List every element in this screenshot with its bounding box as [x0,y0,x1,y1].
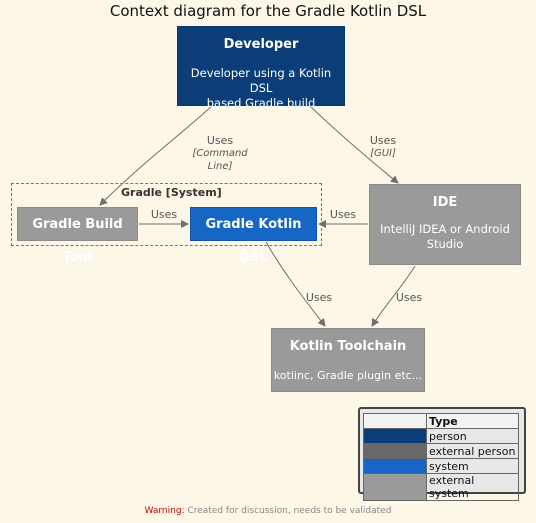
ide-description-line-1: IntelliJ IDEA or Android [380,222,510,236]
ide-description-line-2: Studio [426,237,464,251]
label-dev-to-ide: Uses [GUI] [360,134,406,160]
kotlin-toolchain-description: kotlinc, Gradle plugin etc... [273,369,423,382]
legend-label: system [426,458,519,474]
legend: Type person external person system exter… [358,407,526,501]
kotlin-toolchain-name: Kotlin Toolchain [289,339,407,354]
legend-table: Type person external person system exter… [363,413,519,501]
footer-note: Warning: Created for discussion, needs t… [0,506,536,516]
relation-technology: [GUI] [370,148,396,159]
gradle-kotlin-dsl-system[interactable]: Gradle Kotlin DSL [190,207,317,265]
kotlin-toolchain-system[interactable]: Kotlin Toolchain kotlinc, Gradle plugin … [271,328,425,392]
arrow-dev-to-build-tool [99,105,213,206]
legend-label: external person [426,443,519,459]
relation-technology: [Command Line] [192,148,248,172]
label-ide-to-toolchain: Uses [395,291,423,304]
legend-label: external system [426,473,519,501]
legend-header-swatch [363,413,427,429]
boundary-label: Gradle [System] [121,186,222,199]
legend-row: person [363,428,519,444]
gradle-kotlin-dsl-name: Gradle Kotlin DSL [205,217,302,265]
ide-description: IntelliJ IDEA or Android Studio [370,222,520,252]
developer-description: Developer using a Kotlin DSL based Gradl… [178,66,344,111]
relation-label: Uses [206,134,234,147]
arrow-dsl-to-toolchain [265,241,326,327]
legend-header-label: Type [426,413,519,429]
gradle-system-boundary [11,183,322,246]
developer-name: Developer [223,37,299,52]
legend-swatch [363,428,427,444]
diagram-title: Context diagram for the Gradle Kotlin DS… [109,2,427,20]
legend-row: external system [363,473,519,501]
developer-description-line-2: based Gradle build [206,96,316,110]
legend-row: system [363,458,519,474]
developer-description-line-1: Developer using a Kotlin DSL [190,66,332,95]
label-ide-to-dsl: Uses [329,208,357,221]
arrow-ide-to-toolchain [371,265,416,327]
label-dev-to-build-tool: Uses [Command Line] [180,134,260,173]
legend-row: external person [363,443,519,459]
legend-swatch [363,458,427,474]
legend-label: person [426,428,519,444]
ide-system[interactable]: IDE IntelliJ IDEA or Android Studio [369,184,521,265]
label-build-tool-to-dsl: Uses [150,208,178,221]
warning-text: Created for discussion, needs to be vali… [184,506,392,516]
legend-header-row: Type [363,413,519,429]
label-dsl-to-toolchain: Uses [305,291,333,304]
gradle-build-tool-name: Gradle Build Tool [32,217,123,265]
legend-swatch [363,443,427,459]
relation-label: Uses [369,134,397,147]
ide-name: IDE [432,195,458,210]
arrow-dev-to-ide [309,105,399,184]
developer-person[interactable]: Developer Developer using a Kotlin DSL b… [177,26,345,110]
gradle-build-tool-system[interactable]: Gradle Build Tool [17,207,138,265]
legend-swatch [363,473,427,501]
warning-label: Warning: [144,506,185,516]
